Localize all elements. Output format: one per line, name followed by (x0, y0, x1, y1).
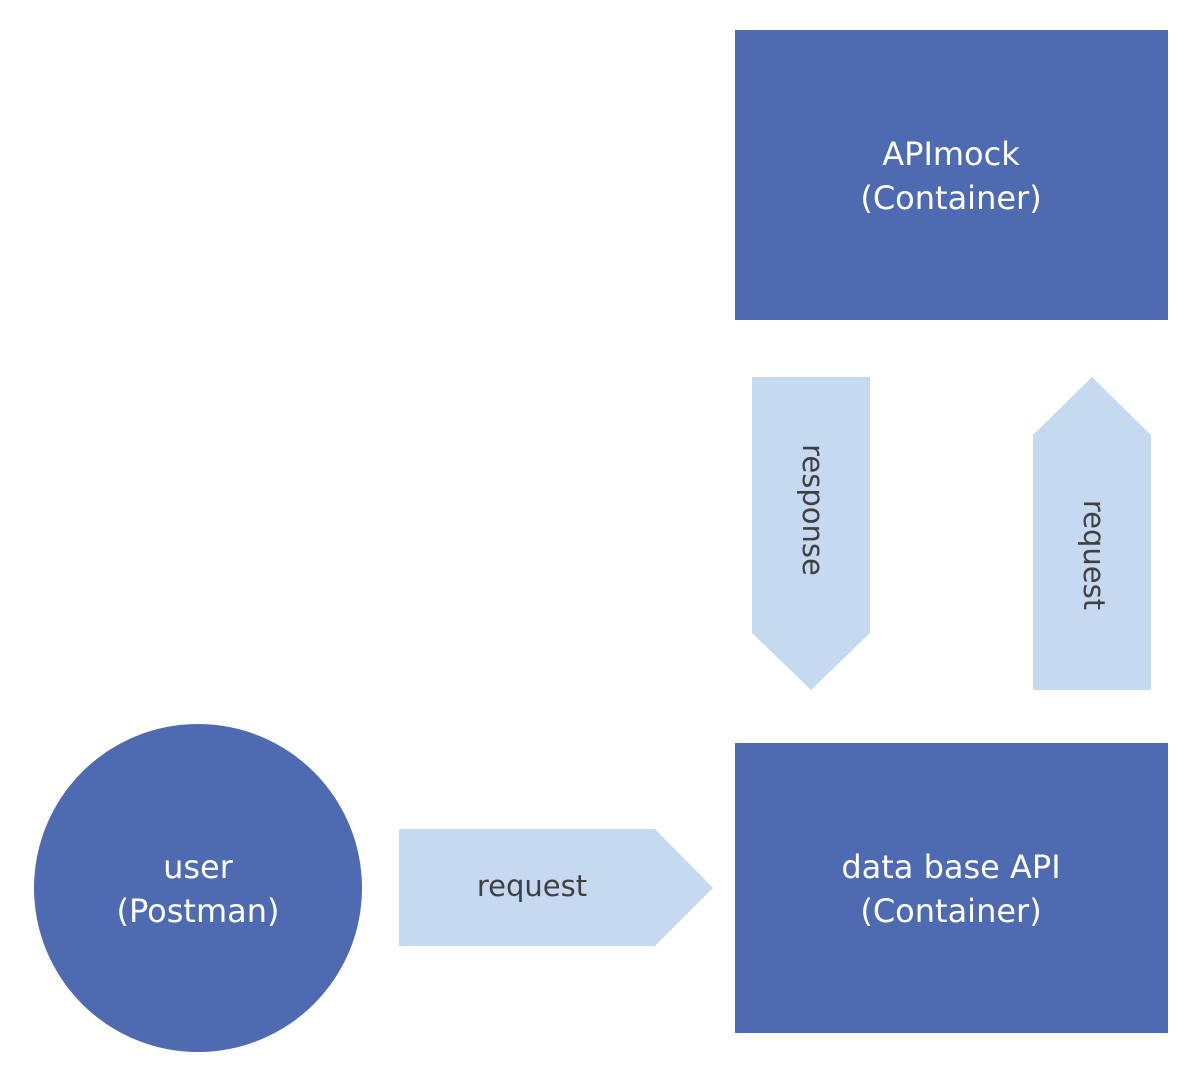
database-api-subtitle: (Container) (860, 892, 1041, 930)
request-up-arrow-label: request (1077, 500, 1111, 610)
request-right-arrow: request (399, 829, 713, 946)
response-arrow: response (752, 377, 870, 690)
request-right-arrow-shape (399, 829, 713, 946)
response-arrow-label: response (796, 444, 830, 576)
database-api-box (735, 743, 1168, 1033)
user-circle (34, 724, 362, 1052)
apimock-node: APImock (Container) (735, 30, 1168, 320)
apimock-subtitle: (Container) (860, 179, 1041, 217)
database-api-title: data base API (841, 848, 1060, 886)
user-subtitle: (Postman) (117, 892, 280, 930)
request-up-arrow-shape (1033, 377, 1151, 690)
response-arrow-shape (752, 377, 870, 690)
user-node: user (Postman) (34, 724, 362, 1052)
apimock-title: APImock (882, 135, 1020, 173)
request-up-arrow: request (1033, 377, 1151, 690)
request-right-arrow-label: request (477, 869, 587, 903)
user-title: user (163, 848, 234, 886)
apimock-box (735, 30, 1168, 320)
database-api-node: data base API (Container) (735, 743, 1168, 1033)
